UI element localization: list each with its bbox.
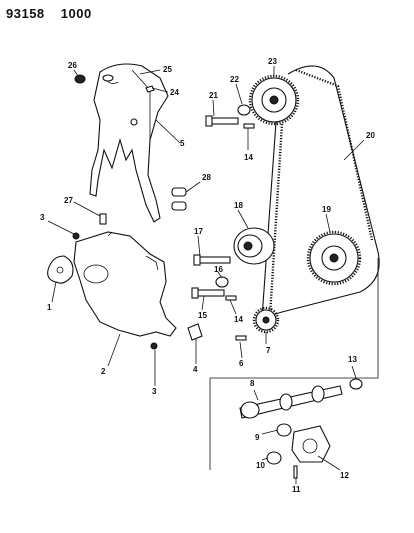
sprocket-bolt-upper (205, 115, 239, 127)
callout-labels: 1 2 3 3 4 5 6 7 8 9 10 11 12 13 14 14 15… (40, 57, 375, 494)
callout-20: 20 (366, 131, 375, 140)
timing-belt (261, 65, 380, 319)
callout-27: 27 (64, 196, 73, 205)
cover-clip (99, 213, 107, 225)
callout-17: 17 (194, 227, 203, 236)
callout-15: 15 (198, 311, 207, 320)
lower-timing-cover (73, 231, 177, 337)
callout-26: 26 (68, 61, 77, 70)
intermediate-sprocket (306, 230, 362, 286)
callout-22: 22 (230, 75, 239, 84)
crankshaft-sprocket (252, 306, 280, 334)
cover-bolt (72, 232, 80, 240)
callout-21: 21 (209, 91, 218, 100)
cover-nut (74, 74, 86, 84)
inset-frame (209, 258, 379, 470)
callout-4: 4 (193, 365, 198, 374)
callout-8: 8 (250, 379, 255, 388)
camshaft (239, 385, 343, 419)
crank-key (225, 295, 237, 301)
callout-14b: 14 (234, 315, 243, 324)
callout-12: 12 (340, 471, 349, 480)
sprocket-washer (237, 104, 251, 116)
upper-timing-cover (89, 63, 169, 223)
camshaft-sprocket (248, 74, 300, 126)
callout-28: 28 (202, 173, 211, 182)
seal-shield (47, 255, 74, 284)
crank-bolt (191, 287, 225, 299)
plate-screw (293, 465, 298, 479)
callout-24: 24 (170, 88, 179, 97)
sheet-number: 1000 (60, 6, 92, 21)
diagram-header: 93158 1000 (6, 6, 104, 21)
belt-tensioner (233, 227, 275, 265)
callout-13: 13 (348, 355, 357, 364)
callout-5: 5 (180, 139, 185, 148)
callout-3a: 3 (40, 213, 45, 222)
tensioner-bolt (193, 254, 231, 266)
small-key (235, 335, 247, 341)
callout-7: 7 (266, 346, 271, 355)
cover-spacers (171, 187, 187, 211)
callout-23: 23 (268, 57, 277, 66)
cam-nut (349, 378, 363, 390)
callout-10: 10 (256, 461, 265, 470)
callout-16: 16 (214, 265, 223, 274)
cam-seal (276, 423, 292, 437)
callout-2: 2 (101, 367, 106, 376)
leader-lines (47, 66, 365, 484)
callout-6: 6 (239, 359, 244, 368)
tensioner-washer (215, 276, 229, 288)
cover-screw (145, 85, 155, 93)
callout-19: 19 (322, 205, 331, 214)
sprocket-key-upper (243, 123, 255, 129)
callout-3b: 3 (152, 387, 157, 396)
callout-11: 11 (292, 485, 301, 494)
callout-18: 18 (234, 201, 243, 210)
part-number: 93158 (6, 6, 45, 21)
callout-25: 25 (163, 65, 172, 74)
crank-bolt-lower (187, 323, 203, 341)
callout-9: 9 (255, 433, 260, 442)
cam-seal-lower (266, 451, 282, 465)
cam-bearing-plate (291, 425, 331, 463)
callout-1: 1 (47, 303, 52, 312)
callout-14a: 14 (244, 153, 253, 162)
cover-bolt-lower (150, 342, 158, 350)
